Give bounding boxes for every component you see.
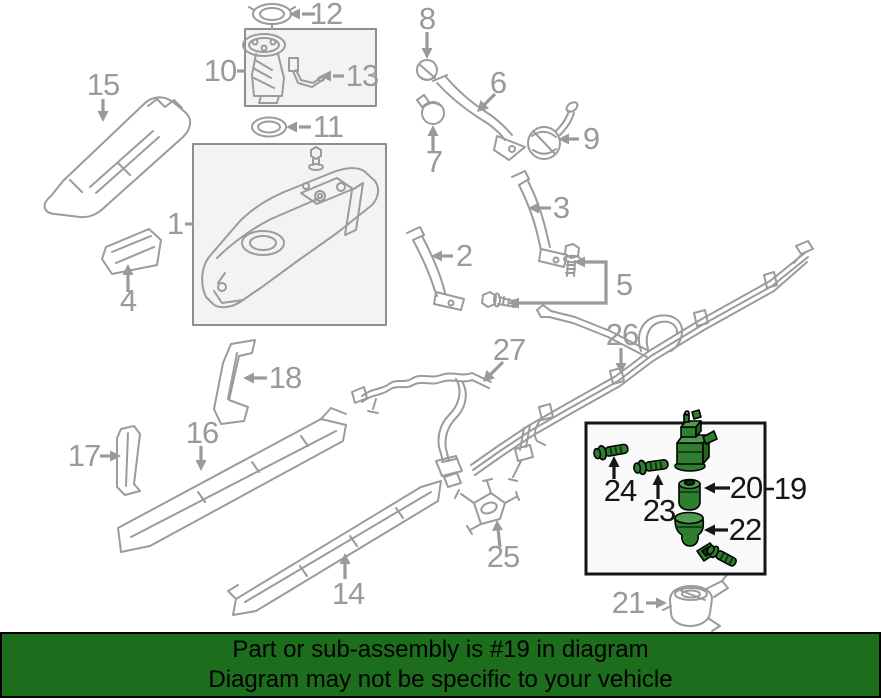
part-label-1: 1 (166, 206, 184, 241)
part-11-seal-drawing (251, 116, 287, 138)
part-1-fuel-tank-drawing (201, 146, 380, 309)
part-22-filter-bowl-drawing (674, 511, 705, 547)
part-16-frame-rail-drawing (117, 407, 347, 553)
part-19-filter-assembly-drawing (593, 409, 737, 567)
part-label-5: 5 (615, 267, 633, 302)
filter-bolt-drawing (706, 544, 737, 567)
part-26-fuel-lines-drawing (470, 240, 814, 476)
part-label-17: 17 (67, 438, 101, 473)
part-21-canister-drawing (662, 574, 729, 632)
part-9-fuel-cap-drawing (527, 101, 579, 160)
filter-head-drawing (674, 409, 718, 472)
part-label-26: 26 (605, 317, 639, 352)
part-5-bolts-drawing (481, 243, 581, 308)
part-12-lock-ring-drawing (248, 3, 296, 29)
highlight-callout-arrows (608, 456, 774, 536)
part-20-filter-element-drawing (678, 478, 701, 511)
part-label-27: 27 (492, 332, 526, 367)
part-18-bracket-drawing (213, 339, 256, 425)
part-13-sender-drawing (288, 57, 325, 88)
part-6-filler-pipe-drawing (432, 74, 526, 161)
part-label-19: 19 (773, 471, 807, 506)
part-27-fuel-lines-drawing (351, 372, 534, 488)
part-label-23: 23 (642, 493, 676, 528)
part-label-2: 2 (455, 238, 473, 273)
banner-line-1: Part or sub-assembly is #19 in diagram (232, 635, 649, 663)
part-label-4: 4 (119, 283, 137, 318)
part-label-16: 16 (185, 415, 219, 450)
part-label-24: 24 (603, 473, 637, 508)
part-label-3: 3 (552, 190, 570, 225)
part-25-damper-drawing (454, 478, 520, 535)
part-2-strap-drawing (406, 226, 465, 311)
part-label-9: 9 (582, 121, 600, 156)
part-label-7: 7 (425, 144, 443, 179)
part-label-11: 11 (312, 109, 344, 144)
part-label-20: 20 (729, 470, 763, 505)
part-4-shield-plate-drawing (101, 228, 162, 275)
part-8-cap-drawing (416, 59, 438, 81)
note-banner: Part or sub-assembly is #19 in diagram D… (0, 632, 881, 698)
part-24-bolt-drawing (593, 443, 629, 461)
part-label-15: 15 (86, 67, 120, 102)
part-3-strap-drawing (511, 170, 568, 268)
part-label-13: 13 (345, 58, 379, 93)
part-17-bracket-drawing (116, 425, 141, 496)
banner-line-2: Diagram may not be specific to your vehi… (208, 665, 673, 693)
part-label-14: 14 (331, 576, 365, 611)
part-14-frame-rail-drawing (227, 480, 442, 616)
part-label-12: 12 (309, 0, 343, 31)
part-label-25: 25 (486, 539, 520, 574)
part-label-18: 18 (268, 360, 302, 395)
part-7-grommet-drawing (416, 94, 445, 125)
part-10-pump-module-drawing (242, 33, 286, 104)
part-15-heat-shield-drawing (43, 96, 191, 219)
part-label-22: 22 (728, 512, 762, 547)
part-23-bolt-drawing (633, 459, 669, 476)
part-label-6: 6 (489, 65, 507, 100)
fuel-tank-box (192, 143, 387, 326)
part-label-21: 21 (611, 585, 645, 620)
callout-arrows (97, 8, 667, 609)
part-label-8: 8 (418, 1, 436, 36)
part-label-10: 10 (203, 53, 237, 88)
